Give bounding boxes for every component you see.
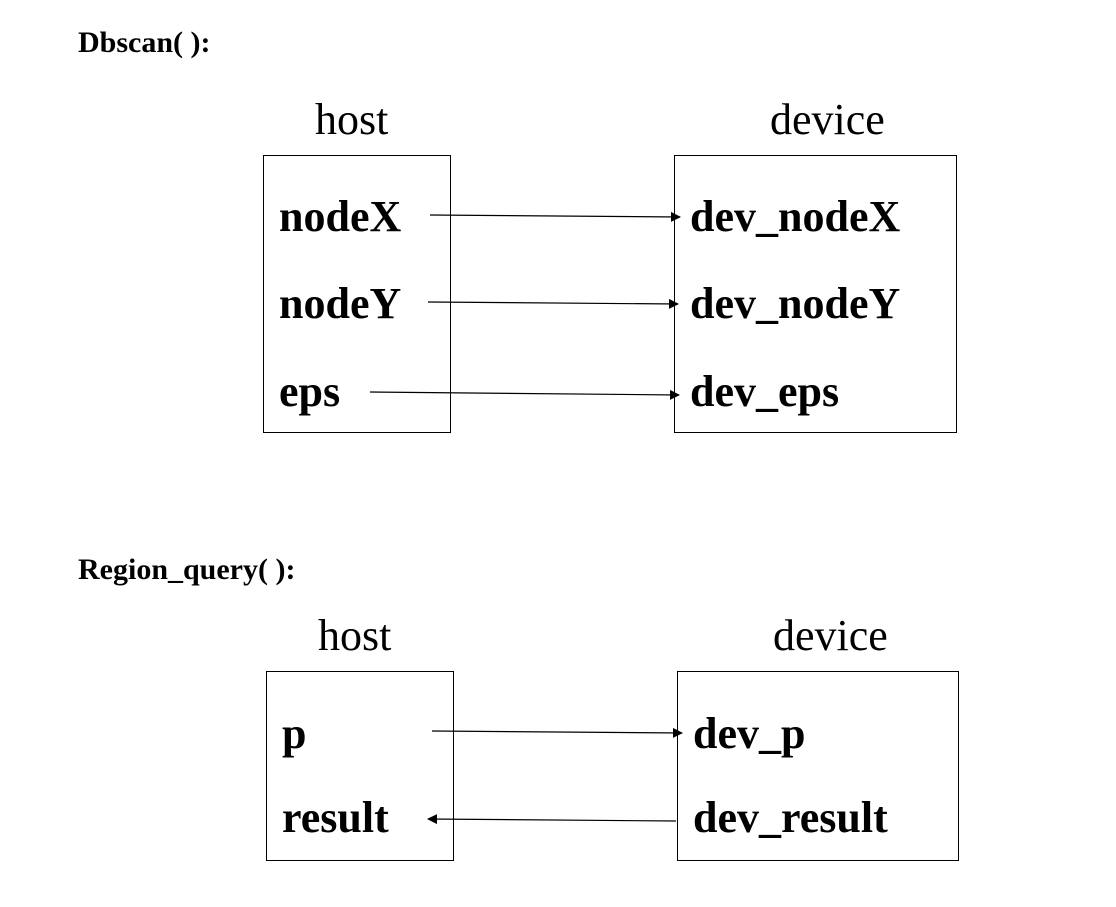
region-query-host-label: host — [318, 611, 392, 660]
host-var-eps: eps — [279, 367, 341, 416]
region-query-device-label: device — [773, 611, 888, 660]
host-var-nodeY: nodeY — [279, 279, 402, 328]
region-query-title: Region_query( ): — [78, 553, 296, 586]
dbscan-device-label: device — [770, 95, 885, 144]
host-var-p: p — [282, 709, 307, 758]
device-var-dev-nodeX: dev_nodeX — [690, 192, 901, 241]
dbscan-host-box — [263, 155, 451, 433]
dbscan-host-label: host — [315, 95, 389, 144]
region-query-device-box — [677, 671, 959, 861]
dbscan-title: Dbscan( ): — [78, 26, 211, 59]
region-query-diagram: Region_query( ): host device p result de… — [0, 540, 1116, 907]
dbscan-device-box — [674, 155, 957, 433]
device-var-dev-nodeY: dev_nodeY — [690, 279, 901, 328]
region-query-host-box — [266, 671, 454, 861]
dbscan-diagram: Dbscan( ): host device nodeX nodeY eps d… — [78, 26, 957, 433]
device-var-dev-result: dev_result — [693, 793, 888, 842]
host-var-nodeX: nodeX — [279, 192, 402, 241]
host-var-result: result — [282, 793, 389, 842]
device-var-dev-p: dev_p — [693, 709, 806, 758]
device-var-dev-eps: dev_eps — [690, 367, 840, 416]
